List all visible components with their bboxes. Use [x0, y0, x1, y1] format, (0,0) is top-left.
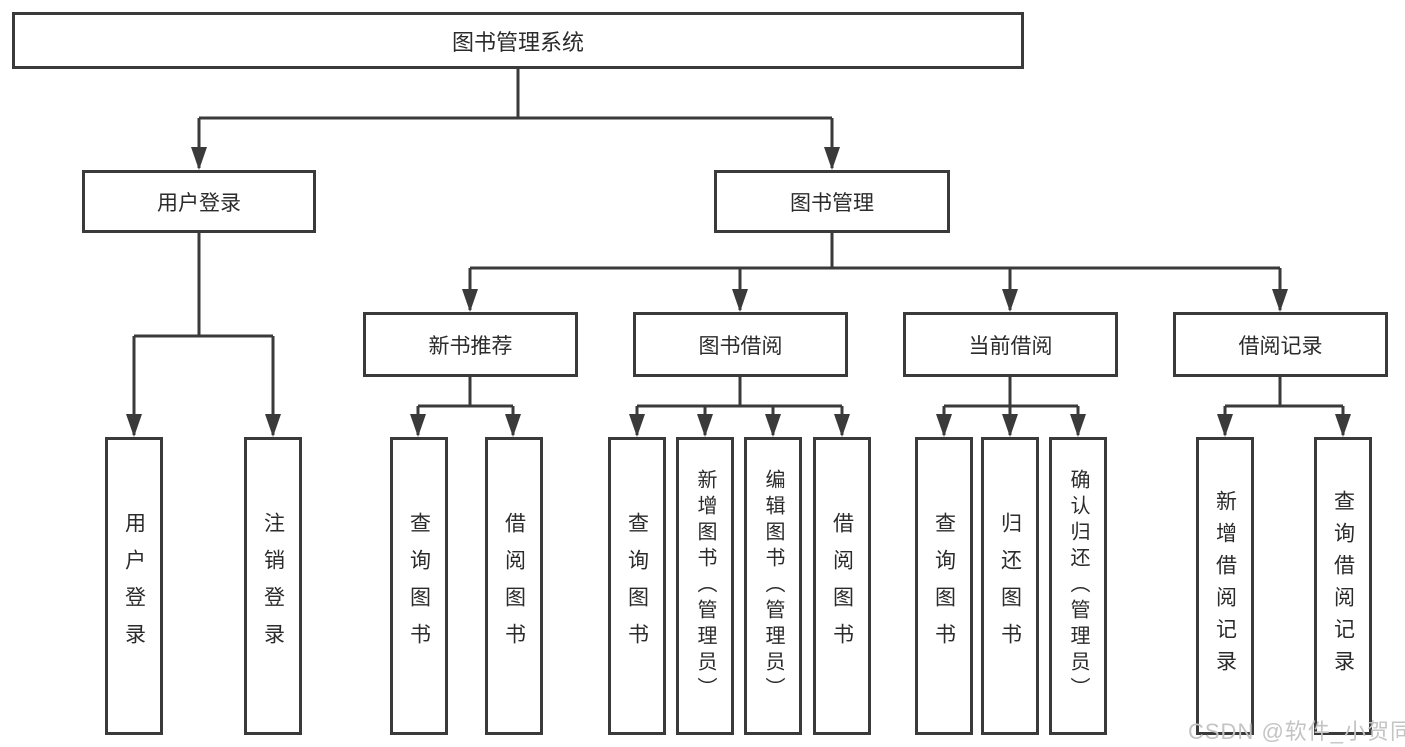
node-current-borrow: 当前借阅 [903, 312, 1118, 377]
node-book-management: 图书管理 [714, 170, 950, 233]
leaf-add-books-admin: 新增图书（管理员） [676, 437, 734, 735]
leaf-borrow-books: 借阅图书 [813, 437, 871, 735]
leaf-borrow-books-recommend: 借阅图书 [485, 437, 543, 735]
node-borrow-records: 借阅记录 [1173, 312, 1388, 377]
node-user-login: 用户登录 [82, 170, 316, 233]
leaf-query-books-recommend: 查询图书 [390, 437, 448, 735]
leaf-logout: 注销登录 [244, 437, 302, 735]
watermark: CSDN @软件_小贺同学 [1188, 719, 1405, 744]
leaf-user-login: 用户登录 [105, 437, 163, 735]
leaf-query-borrow-record: 查询借阅记录 [1314, 437, 1372, 735]
leaf-add-borrow-record: 新增借阅记录 [1196, 437, 1254, 735]
node-book-borrow: 图书借阅 [633, 312, 848, 377]
node-root: 图书管理系统 [12, 12, 1024, 69]
leaf-confirm-return-admin: 确认归还（管理员） [1049, 437, 1107, 735]
leaf-query-books-borrow: 查询图书 [608, 437, 666, 735]
node-new-book-recommend: 新书推荐 [363, 312, 578, 377]
leaf-return-books: 归还图书 [981, 437, 1039, 735]
arrow-down-icons [126, 147, 1351, 437]
leaf-edit-books-admin: 编辑图书（管理员） [744, 437, 802, 735]
leaf-query-books-current: 查询图书 [915, 437, 973, 735]
